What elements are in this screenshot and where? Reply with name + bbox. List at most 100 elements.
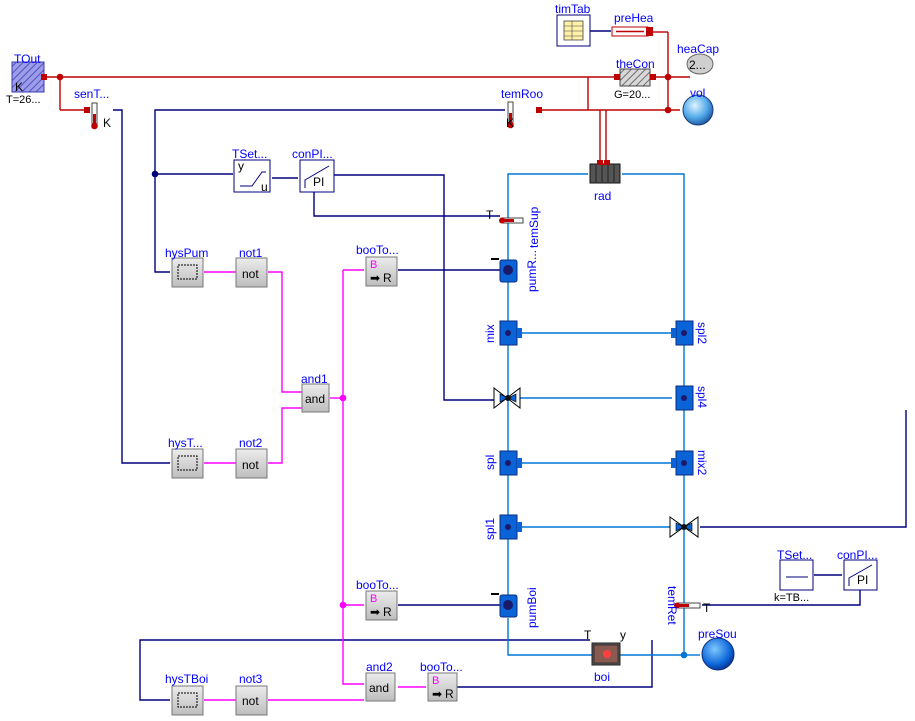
conPI-name: conPI...: [292, 147, 333, 161]
temRet-name: temRet: [665, 586, 679, 625]
temRoo-unit: K: [506, 116, 514, 130]
valve-upper[interactable]: [493, 386, 521, 410]
and2-text: and: [369, 681, 389, 695]
TOut-unit: K: [15, 80, 23, 94]
heaCap-name: heaCap: [677, 42, 719, 56]
conPIBoi-block[interactable]: PI conPI...: [837, 548, 878, 591]
conPI-block[interactable]: PI conPI...: [292, 147, 335, 193]
senTOut-name: senT...: [74, 87, 109, 101]
valve-lower[interactable]: [669, 516, 699, 538]
not3-text: not: [242, 694, 259, 708]
temRet-text: T: [703, 601, 711, 615]
TOut-name: TOut: [14, 52, 41, 66]
vol-block[interactable]: vol: [682, 86, 714, 126]
spl1-junction[interactable]: spl1: [483, 514, 522, 540]
temRoo-name: temRoo: [501, 87, 543, 101]
theCon-block[interactable]: theCon G=20...: [614, 57, 656, 101]
TOut-value: T=26...: [6, 94, 41, 106]
temRet-sensor[interactable]: T temRet: [665, 586, 711, 625]
spl2-name: spl2: [695, 322, 709, 344]
conPIBoi-text: PI: [857, 573, 868, 587]
pumRad-name: pumR...: [525, 250, 539, 292]
and1-block[interactable]: and and1: [301, 372, 330, 413]
hysTOut-block[interactable]: hysT...: [168, 436, 204, 479]
pumBoi-pump[interactable]: pumBoi: [491, 587, 539, 628]
booToRea1-block[interactable]: B ➡ R booTo...: [356, 243, 399, 287]
mix-name: mix: [483, 324, 497, 343]
svg-text:➡: ➡: [370, 605, 380, 619]
senTOut-sensor[interactable]: senT... K: [74, 87, 111, 130]
mix2-name: mix2: [695, 450, 709, 476]
pumBoi-name: pumBoi: [525, 587, 539, 628]
TSet-out: y: [238, 159, 244, 173]
booToRea2-b: B: [370, 593, 377, 605]
hysPum-name: hysPum: [165, 246, 208, 260]
TSet-name: TSet...: [232, 147, 267, 161]
not1-name: not1: [239, 246, 263, 260]
not1-text: not: [242, 267, 259, 281]
not3-name: not3: [239, 672, 263, 686]
theCon-name: theCon: [616, 57, 655, 71]
not2-name: not2: [239, 436, 263, 450]
and2-block[interactable]: and and2: [365, 660, 396, 702]
conPI-text: PI: [313, 175, 324, 189]
preHea-name: preHea: [614, 11, 654, 25]
not3-block[interactable]: not not3: [235, 672, 268, 716]
TSetBoi-block[interactable]: TSet... k=TB...: [774, 548, 814, 604]
boi-in: T: [584, 628, 592, 642]
not2-block[interactable]: not not2: [235, 436, 268, 479]
temSup-sensor[interactable]: T temSup: [486, 206, 541, 248]
spl4-name: spl4: [695, 386, 709, 408]
TSet-block[interactable]: y u TSet...: [232, 147, 271, 194]
TSetBoi-value: k=TB...: [774, 592, 809, 604]
spl1-name: spl1: [483, 518, 497, 540]
booToRea2-block[interactable]: B ➡ R booTo...: [356, 578, 399, 621]
mix2-junction[interactable]: mix2: [671, 450, 709, 476]
boi-out: y: [620, 628, 626, 642]
TOut-block[interactable]: TOut K T=26...: [6, 52, 47, 106]
conPIBoi-name: conPI...: [837, 548, 878, 562]
boi-block[interactable]: T y boi: [584, 628, 626, 684]
booToRea3-b: B: [432, 675, 439, 687]
TSet-in: u: [261, 180, 268, 194]
pumRad-pump[interactable]: pumR...: [491, 250, 539, 292]
booToRea1-b: B: [370, 259, 377, 271]
temRoo-sensor[interactable]: temRoo K: [501, 87, 543, 130]
svg-text:➡: ➡: [370, 271, 380, 285]
TSetBoi-name: TSet...: [777, 548, 812, 562]
boolean-connections: [204, 269, 426, 701]
and2-name: and2: [366, 660, 393, 674]
and1-text: and: [305, 392, 325, 406]
hysTBoi-name: hysTBoi: [165, 672, 208, 686]
mix-junction[interactable]: mix: [483, 320, 522, 346]
hysTOut-name: hysT...: [168, 436, 203, 450]
not1-block[interactable]: not not1: [235, 246, 268, 288]
spl-name: spl: [483, 455, 497, 470]
senTOut-unit: K: [103, 116, 111, 130]
temSup-text: T: [486, 208, 494, 222]
hysPum-block[interactable]: hysPum: [165, 246, 208, 288]
booToRea1-name: booTo...: [356, 243, 399, 257]
preHea-block[interactable]: preHea: [611, 11, 654, 37]
booToRea2-r: R: [383, 605, 392, 619]
booToRea3-block[interactable]: B ➡ R booTo...: [420, 660, 463, 702]
spl-junction[interactable]: spl: [483, 450, 522, 476]
heaCap-value: 2...: [689, 58, 706, 72]
not2-text: not: [242, 458, 259, 472]
boi-name: boi: [594, 670, 610, 684]
spl2-junction[interactable]: spl2: [671, 320, 709, 346]
booToRea1-r: R: [383, 271, 392, 285]
spl4-junction[interactable]: spl4: [675, 385, 709, 411]
junction-dots: [56, 73, 688, 659]
heat-connections: [46, 31, 690, 163]
hysTBoi-block[interactable]: hysTBoi: [165, 672, 208, 716]
preSou-block[interactable]: preSou: [698, 627, 737, 671]
timTab-block[interactable]: timTab: [555, 2, 591, 47]
rad-block[interactable]: rad: [589, 160, 621, 203]
vol-name: vol: [690, 86, 705, 100]
and1-name: and1: [301, 372, 328, 386]
booToRea2-name: booTo...: [356, 578, 399, 592]
heaCap-block[interactable]: 2... heaCap: [677, 42, 719, 75]
timTab-name: timTab: [555, 2, 591, 16]
